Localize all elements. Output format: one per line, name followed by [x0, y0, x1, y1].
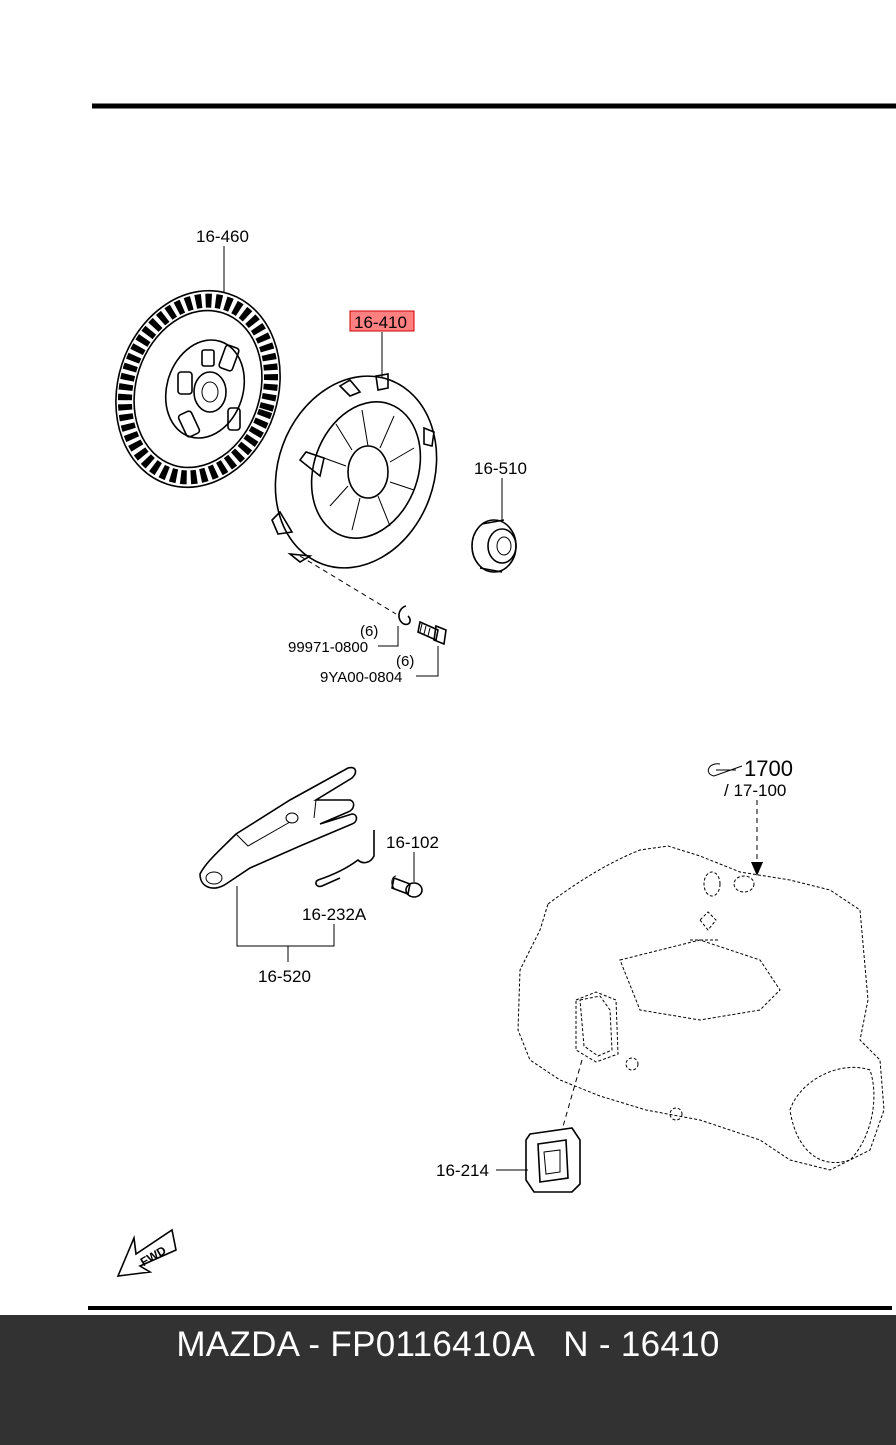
qty-washer: (6): [360, 623, 378, 640]
label-9YA00-0804: 9YA00-0804: [320, 669, 402, 686]
parts-diagram: 16-460 16-410 16-510 (6) 99971-0800 (6) …: [88, 103, 896, 1310]
label-16-214: 16-214: [436, 1161, 489, 1180]
fwd-arrow-icon: FWD: [116, 1228, 177, 1277]
label-16-410: 16-410: [354, 313, 407, 332]
transmission-ref-arrow: [751, 862, 763, 876]
leader-washer: [378, 626, 399, 647]
washer-part: [398, 605, 411, 626]
fwd-label: FWD: [138, 1243, 169, 1269]
spring-clip-part: [315, 830, 375, 888]
leader-bolt: [416, 646, 439, 677]
label-16-460: 16-460: [196, 227, 249, 246]
release-fork-part: [199, 766, 358, 889]
part-number-text: MAZDA - FP0116410A N - 16410: [176, 1325, 720, 1364]
label-99971-0800: 99971-0800: [288, 639, 368, 656]
transmission-case-part: [517, 845, 885, 1171]
clutch-cover-part: [271, 373, 438, 569]
bracket-16-520: [236, 886, 335, 947]
label-16-520: 16-520: [258, 967, 311, 986]
label-1700: 1700: [744, 756, 793, 781]
release-bearing-part: [471, 519, 517, 573]
boot-dash-line: [561, 1059, 583, 1131]
bolt-part: [417, 620, 447, 646]
clutch-disc-part: [115, 289, 281, 489]
highlight-16-410: [349, 310, 415, 332]
label-17-100: / 17-100: [724, 781, 786, 800]
part-info-footer: MAZDA - FP0116410A N - 16410: [0, 1315, 896, 1445]
dust-boot-part: [525, 1127, 581, 1193]
ref-pointer-icon: [707, 763, 743, 777]
label-16-102: 16-102: [386, 833, 439, 852]
assembly-dash-line: [299, 555, 397, 615]
label-16-510: 16-510: [474, 459, 527, 478]
pivot-bolt-part: [391, 875, 423, 898]
qty-bolt: (6): [396, 653, 414, 670]
label-16-232A: 16-232A: [302, 905, 367, 924]
